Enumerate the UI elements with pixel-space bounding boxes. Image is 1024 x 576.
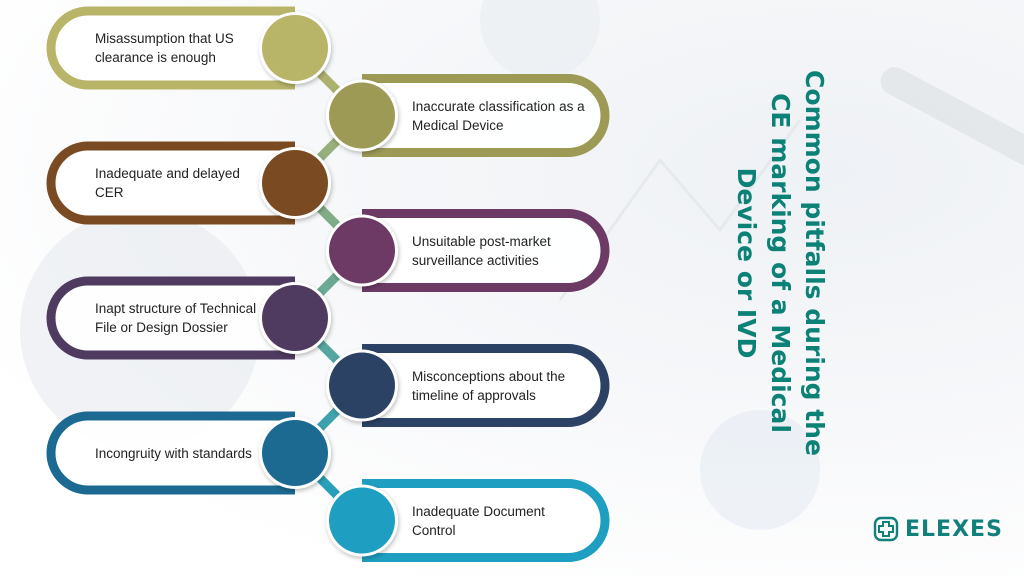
- step-node-5: [262, 285, 328, 351]
- step-label-4: Unsuitable post-market surveillance acti…: [412, 233, 551, 268]
- step-outline-3: [46, 141, 295, 225]
- step-label-3: Inadequate and delayed CER: [95, 166, 240, 200]
- step-label-5: Inapt structure of Technical File or Des…: [95, 301, 257, 335]
- step-outline-8: [362, 479, 610, 562]
- step-outline-6: [362, 344, 610, 427]
- step-label-1: Misassumption that US clearance is enoug…: [95, 31, 234, 65]
- step-card-3: [51, 146, 295, 220]
- step-label-6: Misconceptions about the timeline of app…: [412, 368, 566, 403]
- step-outline-4: [362, 209, 610, 292]
- step-card-4: [362, 213, 606, 288]
- step-node-7: [262, 420, 328, 486]
- step-label-7: Incongruity with standards: [95, 445, 252, 461]
- step-label-8: Inadequate Document Control: [412, 503, 545, 538]
- medical-cross-logo-icon: [873, 516, 899, 542]
- step-node-6: [329, 352, 395, 419]
- step-node-1: [262, 15, 328, 81]
- page-title: Common pitfalls during the CE marking of…: [732, 70, 829, 456]
- step-node-8: [329, 487, 395, 554]
- step-card-5: [51, 281, 295, 355]
- step-outline-2: [362, 74, 610, 157]
- step-card-1: [51, 11, 295, 85]
- step-node-3: [262, 150, 328, 216]
- step-card-8: [362, 483, 606, 558]
- step-node-4: [329, 217, 395, 284]
- step-outline-1: [46, 6, 295, 90]
- step-outline-7: [46, 411, 295, 495]
- step-label-2: Inaccurate classification as a Medical D…: [412, 98, 585, 133]
- brand-name: ELEXES: [905, 516, 1003, 542]
- title-block: Common pitfalls during the CE marking of…: [690, 70, 870, 512]
- step-node-2: [329, 82, 395, 149]
- step-card-7: [51, 416, 295, 490]
- step-card-6: [362, 348, 606, 423]
- step-card-2: [362, 78, 606, 153]
- brand-logo: ELEXES: [873, 516, 1003, 542]
- step-outline-5: [46, 276, 295, 360]
